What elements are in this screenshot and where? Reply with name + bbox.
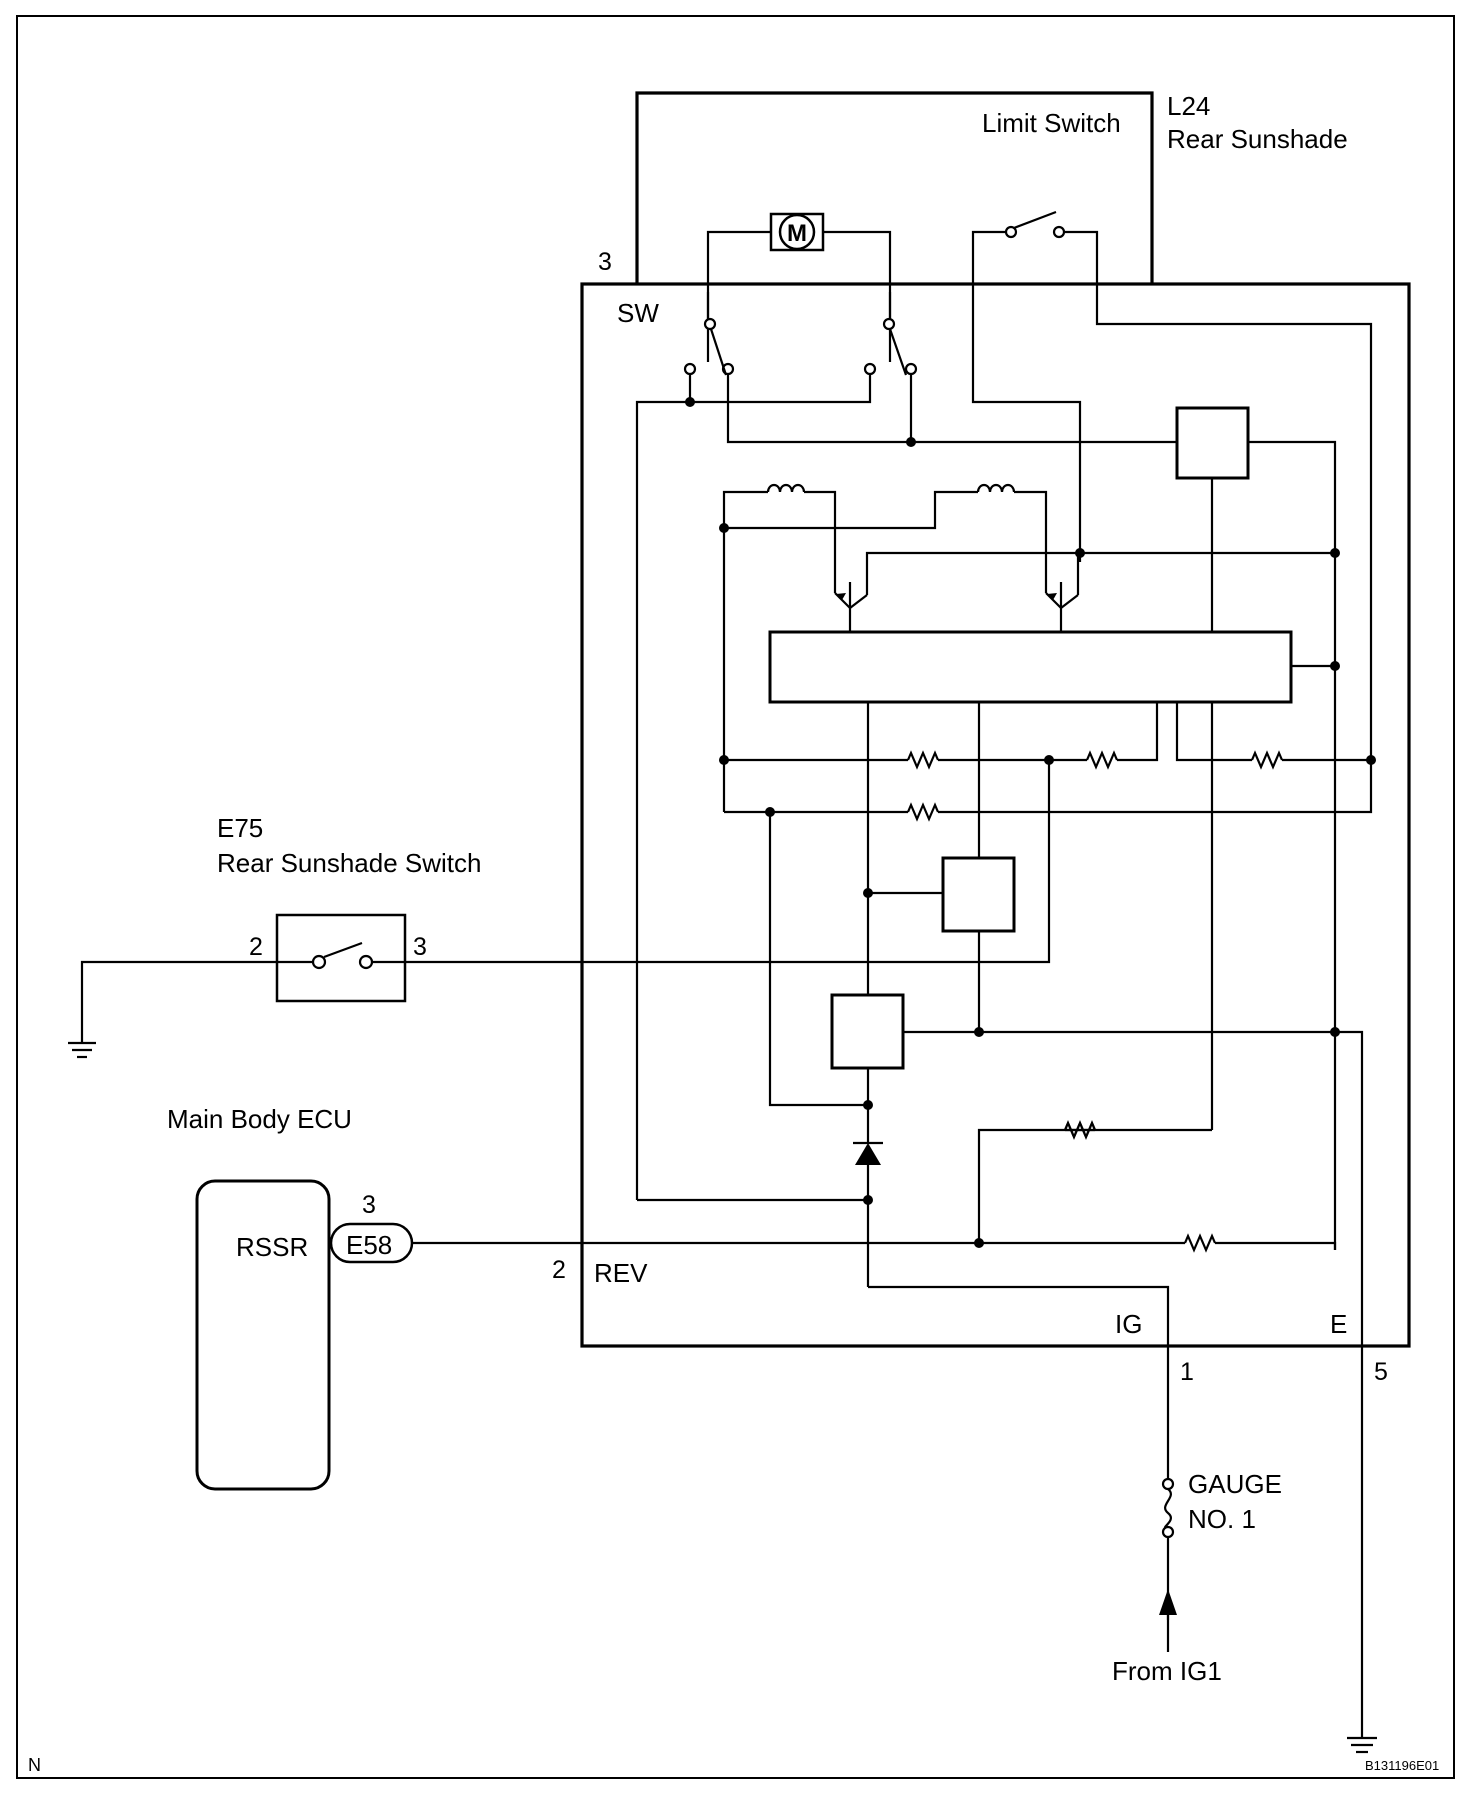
pin-l24-rev: 2 <box>552 1256 566 1284</box>
arrow-icon <box>1159 1589 1177 1615</box>
fuse-gauge-no1 <box>1159 1477 1177 1652</box>
pin-l24-sw: 3 <box>598 248 612 276</box>
footer-left-mark: N <box>28 1755 41 1775</box>
main-body-ecu-box <box>195 1179 331 1491</box>
ground-symbol-e <box>1347 1708 1377 1754</box>
diagram-frame <box>16 15 1455 1779</box>
motor-label: M <box>787 220 807 247</box>
terminal-e: E <box>1330 1309 1347 1339</box>
motor-circuit: M <box>635 212 1177 1200</box>
fuse-label-line2: NO. 1 <box>1188 1504 1256 1534</box>
source-label: From IG1 <box>1112 1656 1222 1686</box>
control-block-lower <box>830 993 905 1070</box>
pin-l24-e: 5 <box>1374 1358 1388 1386</box>
ground-symbol-e75 <box>68 1041 96 1059</box>
control-block-upper <box>1175 406 1250 480</box>
limit-switch <box>971 210 1373 762</box>
l24-id-label: L24 <box>1167 91 1210 121</box>
relay-coils <box>719 483 1048 593</box>
e75-id-label: E75 <box>217 813 263 843</box>
l24-module-box <box>580 282 1411 1348</box>
terminal-ig: IG <box>1115 1309 1142 1339</box>
e75-switch <box>80 913 407 1043</box>
pin-l24-ig: 1 <box>1180 1358 1194 1386</box>
fuse-label-line1: GAUGE <box>1188 1469 1282 1499</box>
sw-external-loop <box>635 91 1154 284</box>
terminal-rssr: RSSR <box>236 1232 308 1262</box>
pin-e75-left: 2 <box>249 933 263 961</box>
figure-code: B131196E01 <box>1365 1758 1439 1773</box>
connector-e58-label: E58 <box>346 1230 392 1260</box>
diode <box>637 1105 883 1287</box>
terminal-rev: REV <box>594 1258 648 1288</box>
terminal-sw: SW <box>617 298 659 328</box>
limit-switch-label: Limit Switch <box>982 108 1121 138</box>
e58-connector <box>329 1222 414 1264</box>
transistors <box>834 548 1340 632</box>
control-block-middle <box>941 856 1016 933</box>
e75-name-label: Rear Sunshade Switch <box>217 848 481 878</box>
pin-e58: 3 <box>362 1191 376 1219</box>
control-ic <box>768 630 1293 704</box>
pin-e75-right: 3 <box>413 933 427 961</box>
ecu-name-label: Main Body ECU <box>167 1104 352 1134</box>
l24-name-label: Rear Sunshade <box>1167 124 1348 154</box>
